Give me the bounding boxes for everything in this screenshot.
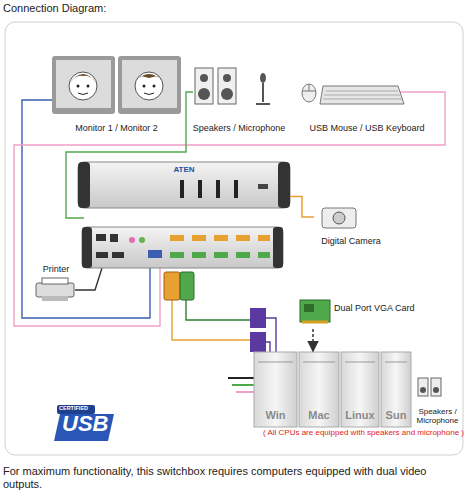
computer-node: Mac [299, 352, 339, 427]
device-label: USB Mouse / USB Keyboard [309, 123, 424, 133]
vga-plug [164, 272, 180, 300]
certified-text: CERTIFIED [59, 406, 88, 412]
usb-logo-text: USB [62, 413, 108, 435]
note: ( All CPUs are equipped with speakers an… [218, 429, 464, 437]
mouse-keyboard [302, 84, 404, 104]
monitor-label: Monitor 1 / Monitor 2 [75, 123, 158, 133]
computer-node: Linux [341, 352, 379, 427]
connector [312, 329, 314, 351]
vga-card-node: Dual Port VGA Card [296, 298, 461, 328]
vga-plug [250, 332, 266, 352]
camera [322, 208, 356, 228]
os-label: Linux [345, 409, 374, 422]
monitor-node: Monitor 1 / Monitor 2 [50, 52, 183, 134]
vga-card [300, 300, 330, 322]
computer-node: Win [254, 352, 297, 427]
connector [290, 197, 314, 218]
camera-node: Digital Camera [314, 205, 388, 247]
os-label: Win [265, 409, 285, 422]
speakers [195, 68, 270, 104]
speakers-small [418, 378, 441, 396]
device-label: Printer [43, 264, 70, 274]
keyboard-node: USB Mouse / USB Keyboard [296, 76, 438, 134]
towers [254, 352, 411, 427]
vga-plug [250, 308, 266, 328]
device-label: Speakers / Microphone [193, 123, 286, 133]
os-label: Mac [308, 409, 329, 422]
brand-label: ATEN [173, 165, 194, 174]
computer-node: Sun [381, 352, 411, 427]
caption: For maximum functionality, this switchbo… [3, 465, 465, 490]
speaker-node: Speakers / Microphone [409, 374, 466, 426]
usb-logo [54, 405, 114, 441]
monitors [52, 56, 181, 114]
printer [36, 278, 74, 301]
device-label: Digital Camera [321, 236, 381, 246]
kvm-node: ATEN [78, 162, 290, 208]
wires [14, 92, 445, 392]
kvm-rear [82, 227, 283, 268]
device-label: Dual Port VGA Card [334, 303, 415, 313]
vga-plug [180, 272, 194, 300]
title: Connection Diagram: [3, 2, 106, 15]
os-label: Sun [386, 409, 407, 422]
kvm-front [78, 162, 290, 208]
speaker-node: Speakers / Microphone [188, 60, 290, 134]
frame [5, 22, 463, 455]
printer-node: Printer [30, 263, 82, 303]
device-label: Speakers / Microphone [409, 407, 466, 425]
